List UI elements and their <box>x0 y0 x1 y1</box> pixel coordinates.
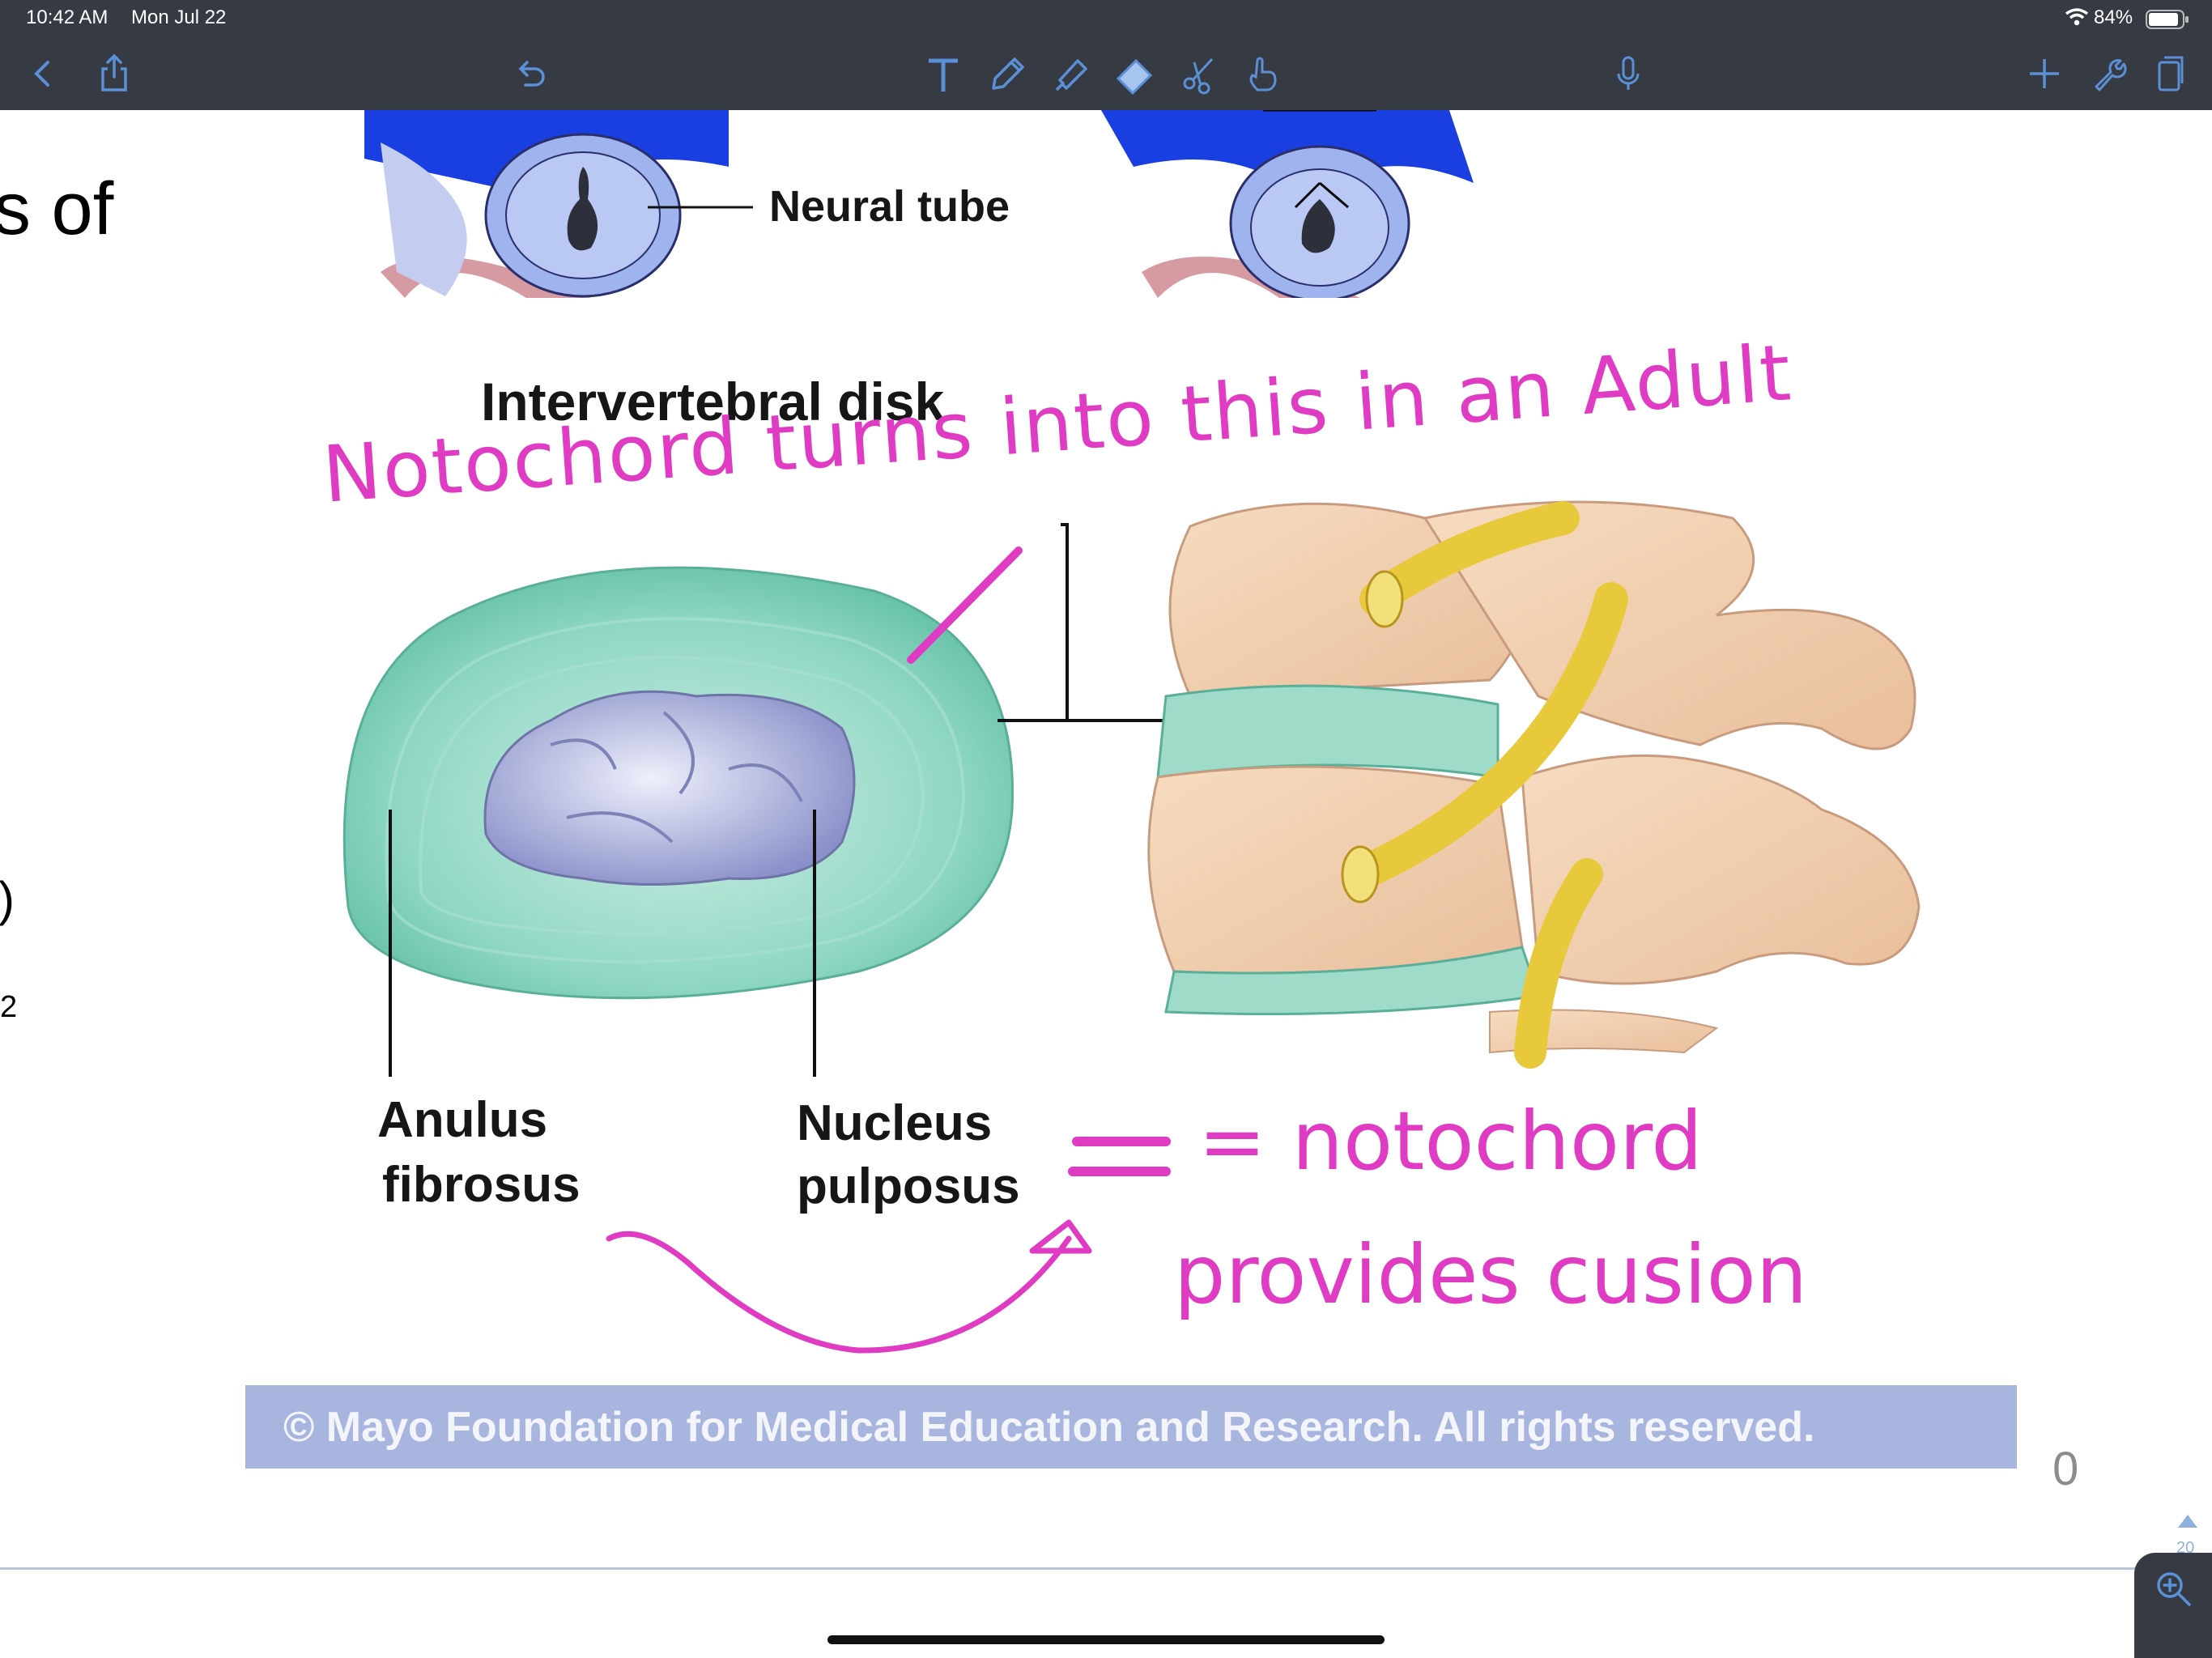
zoom-in-icon <box>2150 1566 2196 1615</box>
text-tool-icon[interactable] <box>915 45 972 102</box>
undo-icon[interactable] <box>502 45 559 102</box>
slide-title-fragment: s of <box>0 168 114 250</box>
top-toolbar: 10:42 AM Mon Jul 22 84% <box>0 0 2212 110</box>
handwritten-note-line3: provides cusion <box>1174 1227 1808 1322</box>
status-time: 10:42 AM <box>26 6 108 28</box>
copyright-text: © Mayo Foundation for Medical Education … <box>283 1404 1815 1451</box>
current-page-number: 20 <box>2176 1539 2195 1557</box>
wrench-icon[interactable] <box>2079 45 2136 102</box>
intervertebral-disk-label: Intervertebral disk <box>481 372 945 432</box>
intervertebral-disk-figure <box>342 500 1921 1077</box>
lasso-scissors-icon[interactable] <box>1171 45 1227 102</box>
highlighter-tool-icon[interactable] <box>1043 45 1100 102</box>
handwriting-ink-layer <box>606 546 1171 1354</box>
ink-curve-arrowhead <box>1029 1219 1092 1254</box>
ink-arrow-stroke <box>907 546 1023 664</box>
wifi-icon <box>2065 8 2089 30</box>
document-page[interactable]: s of ) 2 Neural tube <box>0 110 2212 1658</box>
nucleus-label-line2: pulposus <box>797 1158 1020 1214</box>
add-icon[interactable] <box>2016 45 2073 102</box>
pages-icon[interactable] <box>2141 45 2197 102</box>
slide-page-number: 0 <box>2052 1443 2079 1495</box>
back-icon[interactable] <box>15 45 71 102</box>
share-icon[interactable] <box>86 45 143 102</box>
slide-text-fragment-1: ) <box>0 871 15 927</box>
copyright-bar <box>245 1385 2017 1469</box>
eraser-tool-icon[interactable] <box>1106 45 1163 102</box>
status-date: Mon Jul 22 <box>131 6 227 28</box>
battery-icon <box>2146 10 2189 33</box>
home-indicator[interactable] <box>827 1635 1385 1644</box>
zoom-button[interactable] <box>2134 1553 2212 1658</box>
anulus-label-line2: fibrosus <box>382 1157 581 1213</box>
handwritten-note-line2: = notochord <box>1198 1094 1703 1188</box>
battery-percentage: 84% <box>2094 6 2133 28</box>
page-divider <box>0 1567 2178 1570</box>
ink-equals-sign <box>1068 1137 1171 1176</box>
pointer-hand-icon[interactable] <box>1234 45 1291 102</box>
neural-tube-label: Neural tube <box>769 182 1010 231</box>
neural-tube-figure <box>364 110 1474 298</box>
microphone-icon[interactable] <box>1600 45 1657 102</box>
ink-curve-arrow <box>606 1231 1072 1354</box>
nucleus-label-line1: Nucleus <box>797 1095 993 1151</box>
pen-tool-icon[interactable] <box>978 45 1035 102</box>
anulus-label-line1: Anulus <box>377 1092 548 1148</box>
slide-text-fragment-2: 2 <box>0 990 18 1024</box>
